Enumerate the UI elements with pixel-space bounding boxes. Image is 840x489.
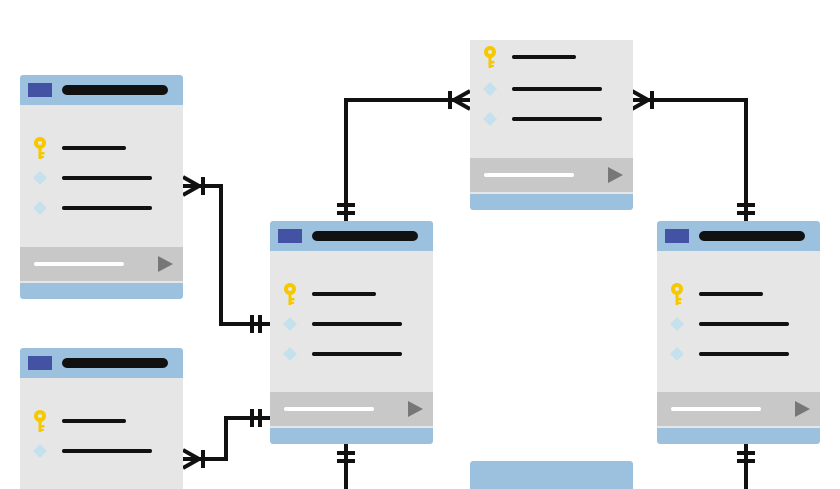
table-title-bar: [699, 231, 805, 241]
table-row-field: [470, 106, 633, 132]
table-row-field: [270, 311, 433, 337]
crowfoot-many-marker: [448, 89, 471, 111]
table-header-swatch: [28, 356, 52, 370]
table-footer: [470, 158, 633, 192]
field-line: [62, 206, 152, 210]
field-line: [312, 292, 376, 296]
table-footer: [20, 247, 183, 281]
table-footer: [657, 392, 820, 426]
diamond-icon: [283, 317, 297, 331]
table-row-field: [657, 341, 820, 367]
table-row-field: [470, 76, 633, 102]
connector-t3-bottom: [337, 443, 355, 489]
field-line: [62, 176, 152, 180]
diamond-icon: [483, 112, 497, 126]
table-header: [20, 75, 183, 105]
play-icon: [795, 401, 810, 417]
table-title-bar: [62, 85, 168, 95]
diamond-icon: [33, 444, 47, 458]
crowfoot-many-marker: [182, 175, 205, 197]
table-row-field: [20, 195, 183, 221]
table-row-primary-key: [657, 281, 820, 307]
table-card-partial: [470, 461, 633, 489]
field-line: [699, 352, 789, 356]
relationship-t5-t4: [631, 89, 755, 222]
field-line: [62, 146, 126, 150]
table-title-bar: [62, 358, 168, 368]
play-icon: [158, 256, 173, 272]
footer-bar: [671, 407, 761, 411]
one-mandatory-marker: [737, 203, 755, 215]
field-line: [699, 322, 789, 326]
table-row-primary-key: [20, 408, 183, 434]
diamond-icon: [33, 201, 47, 215]
table-row-primary-key: [20, 135, 183, 161]
relationship-t2-t3: [182, 409, 270, 470]
table-card-t4: [470, 10, 633, 210]
table-row-field: [657, 311, 820, 337]
table-bottom-band: [20, 283, 183, 299]
table-header: [20, 348, 183, 378]
table-card-t2: [20, 348, 183, 489]
key-icon: [484, 46, 496, 68]
table-bottom-band: [470, 194, 633, 210]
diamond-icon: [483, 82, 497, 96]
one-mandatory-marker: [250, 409, 262, 427]
footer-bar: [484, 173, 574, 177]
field-line: [312, 322, 402, 326]
crowfoot-many-marker: [182, 448, 205, 470]
diamond-icon: [670, 317, 684, 331]
diamond-icon: [33, 171, 47, 185]
field-line: [312, 352, 402, 356]
relationship-t1-t3: [182, 175, 270, 333]
relationship-t3-t4: [337, 89, 471, 222]
one-mandatory-marker: [337, 203, 355, 215]
crowfoot-many-marker: [631, 89, 654, 111]
key-icon: [34, 410, 46, 432]
connector-t5-bottom: [737, 443, 755, 489]
play-icon: [608, 167, 623, 183]
key-icon: [34, 137, 46, 159]
play-icon: [408, 401, 423, 417]
table-row-field: [20, 165, 183, 191]
field-line: [62, 449, 152, 453]
table-bottom-band: [270, 428, 433, 444]
table-header: [657, 221, 820, 251]
table-footer: [270, 392, 433, 426]
one-mandatory-marker: [250, 315, 262, 333]
field-line: [512, 55, 576, 59]
table-card-t1: [20, 75, 183, 299]
diamond-icon: [670, 347, 684, 361]
table-row-field: [270, 341, 433, 367]
table-card-t5: [657, 221, 820, 444]
table-header-swatch: [278, 229, 302, 243]
canvas-top-edge: [460, 0, 650, 40]
field-line: [512, 87, 602, 91]
table-header-swatch: [28, 83, 52, 97]
field-line: [699, 292, 763, 296]
table-row-primary-key: [270, 281, 433, 307]
table-title-bar: [312, 231, 418, 241]
table-header-swatch: [665, 229, 689, 243]
table-row-field: [20, 438, 183, 464]
table-row-primary-key: [470, 44, 633, 70]
key-icon: [671, 283, 683, 305]
key-icon: [284, 283, 296, 305]
table-header: [270, 221, 433, 251]
field-line: [62, 419, 126, 423]
footer-bar: [284, 407, 374, 411]
field-line: [512, 117, 602, 121]
table-bottom-band: [657, 428, 820, 444]
diamond-icon: [283, 347, 297, 361]
table-card-t3: [270, 221, 433, 444]
footer-bar: [34, 262, 124, 266]
